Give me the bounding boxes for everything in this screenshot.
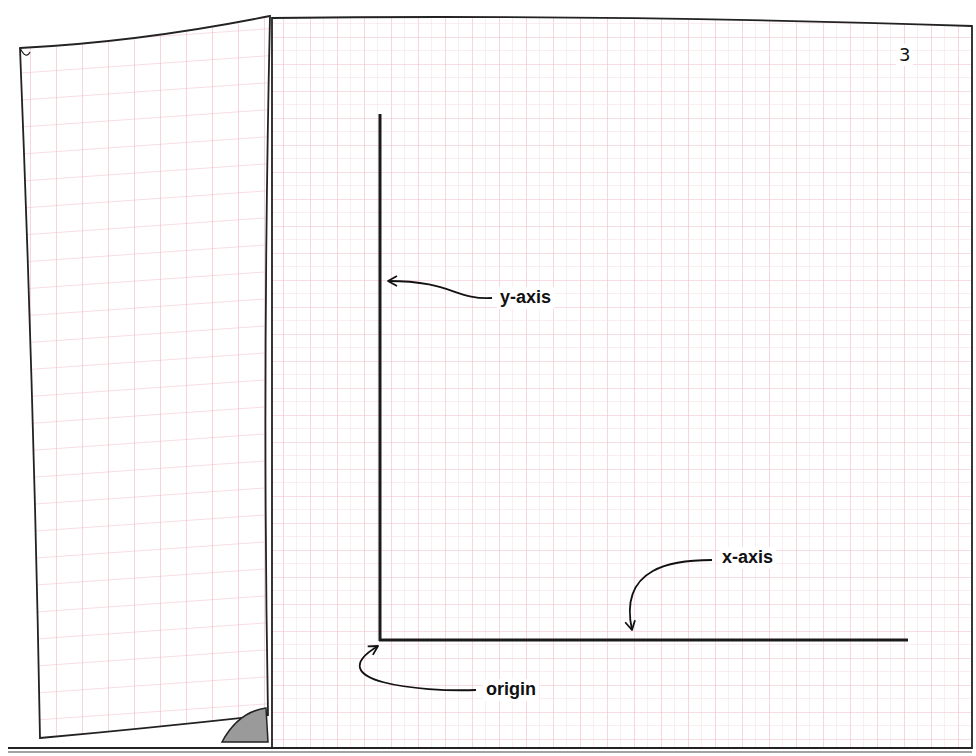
axis-label: x-axis bbox=[719, 547, 776, 569]
leader-line bbox=[630, 560, 712, 630]
y-axis-line bbox=[379, 114, 382, 641]
page-curl bbox=[222, 708, 268, 742]
page-flap bbox=[20, 16, 270, 738]
leader-line bbox=[388, 281, 492, 298]
notebook-page bbox=[272, 17, 972, 748]
leader-line bbox=[360, 646, 476, 690]
axis-label: y-axis bbox=[497, 287, 554, 309]
x-axis-line bbox=[379, 639, 908, 642]
page-number: 3 bbox=[896, 44, 913, 66]
point-label: origin bbox=[483, 679, 539, 701]
